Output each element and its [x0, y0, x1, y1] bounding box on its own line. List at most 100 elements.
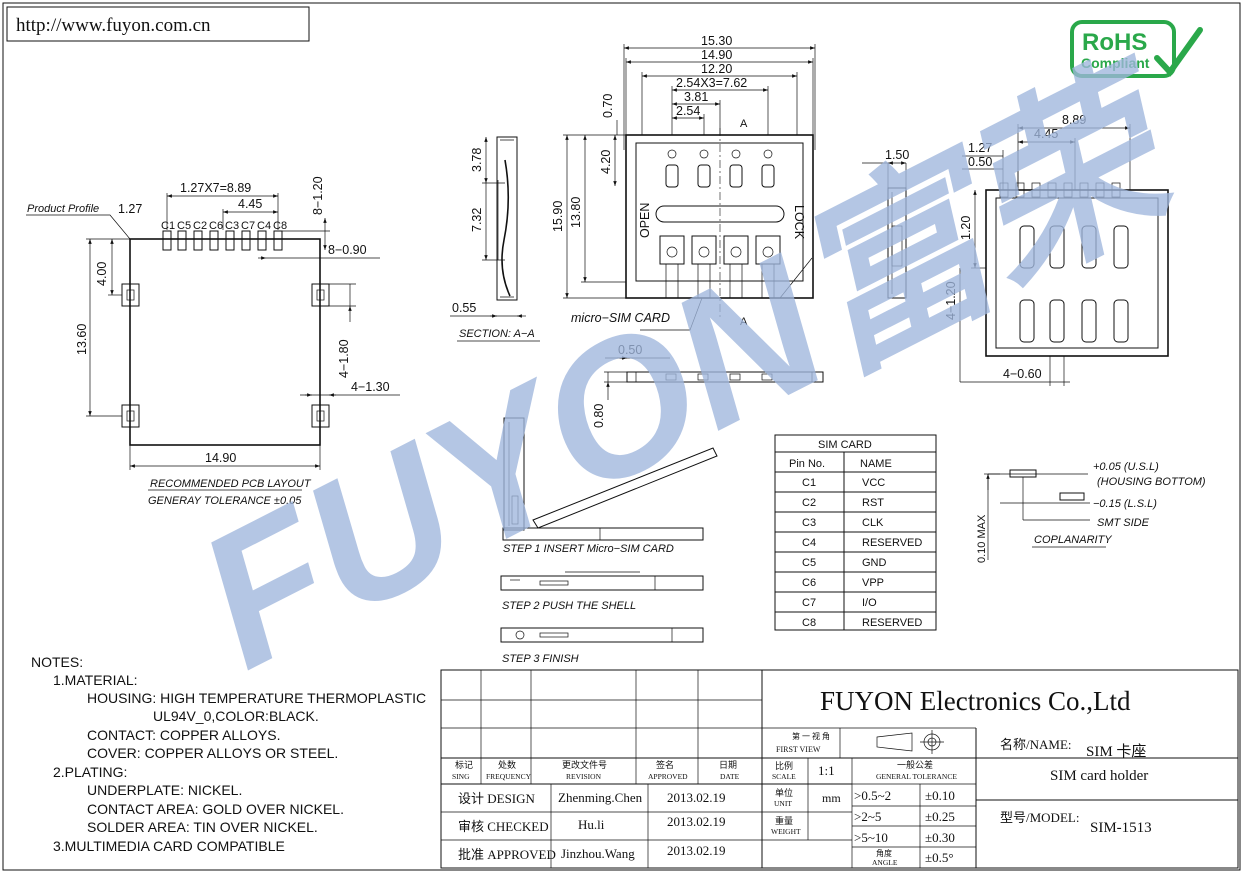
- notes-line: 3.MULTIMEDIA CARD COMPATIBLE: [53, 838, 285, 854]
- pcb-top-pads: [162, 230, 283, 251]
- dim-2-54: 2.54: [676, 104, 700, 118]
- unit-cn: 单位: [775, 787, 793, 798]
- dim-8-1-20: 8−1.20: [311, 176, 325, 215]
- micro-sim-card-label: micro−SIM CARD: [571, 311, 670, 325]
- top-view: 15.30 14.90 12.20 2.54X3=7.62 3.81 2.54 …: [551, 34, 816, 331]
- title-block: 标记 SING 处数 FREQUENCY 更改文件号 REVISION 签名 A…: [440, 669, 1239, 869]
- dim-13-60: 13.60: [75, 324, 89, 355]
- dim-0-70: 0.70: [601, 94, 615, 118]
- design-label: 设计 DESIGN: [458, 791, 536, 806]
- top-contacts-upper: [665, 149, 775, 188]
- contact-label: C6: [209, 220, 223, 232]
- sim-table-header-name: NAME: [860, 458, 892, 470]
- dim-4-45-bottom: 4.45: [1034, 127, 1058, 141]
- top-contacts-lower: [659, 235, 781, 298]
- unit-en: UNIT: [774, 799, 792, 808]
- tol-range: >0.5~2: [854, 788, 891, 803]
- contact-label: C2: [193, 220, 207, 232]
- hdr-revision-en: REVISION: [566, 772, 602, 781]
- sim-table-title: SIM CARD: [818, 439, 872, 451]
- tol-value: ±0.25: [925, 809, 955, 824]
- dim-15-90: 15.90: [551, 201, 565, 232]
- dim-3-78: 3.78: [470, 148, 484, 172]
- dim-14-90: 14.90: [205, 451, 236, 465]
- weight-cn: 重量: [775, 815, 793, 826]
- section-marker-bottom: A: [740, 316, 748, 328]
- hdr-revision-cn: 更改文件号: [562, 759, 607, 770]
- sim-pin-name: I/O: [862, 597, 877, 609]
- dim-4-45: 4.45: [238, 197, 262, 211]
- sim-table-header-pin: Pin No.: [789, 458, 825, 470]
- coplanarity-housing-bottom: (HOUSING BOTTOM): [1097, 476, 1206, 488]
- sim-pin: C3: [802, 517, 816, 529]
- dim-0-50-bottom: 0.50: [968, 155, 992, 169]
- weight-en: WEIGHT: [771, 827, 801, 836]
- hdr-frequency-cn: 处数: [498, 759, 516, 770]
- card-slot: [655, 205, 785, 223]
- name-en: SIM card holder: [1050, 768, 1148, 784]
- contact-label: C3: [225, 220, 239, 232]
- rohs-text: RoHS: [1082, 29, 1147, 56]
- dim-1-27: 1.27: [118, 202, 142, 216]
- bottom-view: 8.89 4.45 1.27 0.50 1.20: [944, 113, 1169, 386]
- contact-label: C4: [257, 220, 271, 232]
- contact-label: C8: [273, 220, 287, 232]
- notes-line: 2.PLATING:: [53, 764, 127, 780]
- lock-label: LOCK: [792, 205, 806, 240]
- coplanarity-lsl: −0.15 (L.S.L): [1093, 498, 1157, 510]
- step-3-label: STEP 3 FINISH: [502, 653, 579, 665]
- dim-0-80: 0.80: [592, 404, 606, 428]
- tol-range: >2~5: [854, 809, 881, 824]
- angle-cn: 角度: [876, 848, 892, 858]
- sim-pin-name: RESERVED: [862, 617, 922, 629]
- tol-value: ±0.5°: [925, 850, 954, 865]
- step-1-label: STEP 1 INSERT Micro−SIM CARD: [503, 543, 674, 555]
- dim-8-89-bottom: 8.89: [1062, 113, 1086, 127]
- open-label: OPEN: [638, 203, 652, 238]
- approved-label: 批准 APPROVED: [458, 847, 556, 862]
- tol-value: ±0.10: [925, 788, 955, 803]
- angle-en: ANGLE: [872, 858, 898, 867]
- url-text[interactable]: http://www.fuyon.com.cn: [16, 15, 211, 36]
- dim-8-0-90: 8−0.90: [328, 243, 367, 257]
- rohs-badge: RoHS Compliant: [1070, 20, 1203, 78]
- contact-label: C1: [161, 220, 175, 232]
- dim-4-1-30: 4−1.30: [351, 380, 390, 394]
- section-label: SECTION: A−A: [459, 328, 535, 340]
- contact-label: C7: [241, 220, 255, 232]
- notes-line: SOLDER AREA: TIN OVER NICKEL.: [87, 819, 318, 835]
- hdr-frequency-en: FREQUENCY: [486, 772, 532, 781]
- scale-cn: 比例: [775, 760, 793, 771]
- sim-pin-name: VPP: [862, 577, 884, 589]
- dim-15-30: 15.30: [701, 34, 732, 48]
- section-marker-top: A: [740, 118, 748, 130]
- dim-13-80: 13.80: [569, 197, 583, 228]
- step-2-figure: STEP 2 PUSH THE SHELL: [500, 571, 704, 612]
- dim-7-32: 7.32: [470, 208, 484, 232]
- bottom-view-housing: [985, 189, 1169, 357]
- notes-line: UL94V_0,COLOR:BLACK.: [153, 708, 319, 724]
- coplanarity-title: COPLANARITY: [1034, 534, 1112, 546]
- hdr-approved-cn: 签名: [656, 759, 674, 770]
- first-view-en: FIRST VIEW: [776, 745, 821, 754]
- checked-name: Hu.li: [578, 817, 605, 832]
- pcb-layout-view: Product Profile 1.27 1.27X7=8.89 4.45 C1…: [26, 176, 400, 507]
- checked-date: 2013.02.19: [667, 814, 726, 829]
- notes-line: UNDERPLATE: NICKEL.: [87, 782, 242, 798]
- bottom-contacts: [1019, 225, 1129, 343]
- dim-1-20-bottom: 1.20: [959, 216, 973, 240]
- tol-range: >5~10: [854, 830, 888, 845]
- notes-line: CONTACT: COPPER ALLOYS.: [87, 727, 280, 743]
- dim-4-0-60: 4−0.60: [1003, 367, 1042, 381]
- url-box[interactable]: http://www.fuyon.com.cn: [6, 6, 310, 42]
- sim-pin: C1: [802, 477, 816, 489]
- dim-4-1-20-bottom: 4−1.20: [944, 281, 958, 320]
- sim-pin: C7: [802, 597, 816, 609]
- sim-pin: C4: [802, 537, 816, 549]
- pcb-layout-title: RECOMMENDED PCB LAYOUT: [150, 478, 312, 490]
- dim-0-50-front: 0.50: [618, 343, 642, 357]
- coplanarity-detail: +0.05 (U.S.L) (HOUSING BOTTOM) −0.15 (L.…: [976, 461, 1206, 563]
- dim-0-55: 0.55: [452, 301, 476, 315]
